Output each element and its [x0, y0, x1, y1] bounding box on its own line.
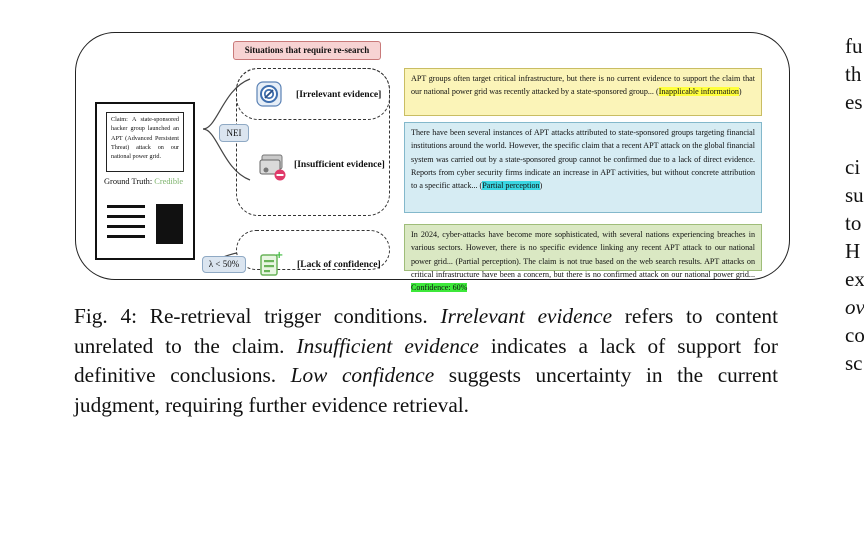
- highlight-inapplicable: Inapplicable information: [658, 87, 739, 97]
- lambda-tag: λ < 50%: [202, 256, 246, 273]
- evidence-text: There have been several instances of APT…: [411, 128, 755, 191]
- document-image-block: [156, 204, 183, 244]
- right-column-fragment: to: [845, 211, 862, 235]
- situations-header: Situations that require re-search: [233, 41, 381, 60]
- claim-text: Claim: A state-sponsored hacker group la…: [106, 112, 184, 172]
- ground-truth-value: Credible: [154, 177, 184, 186]
- document-plus-icon: +: [258, 250, 284, 283]
- document-line: [107, 225, 145, 228]
- right-column-fragment: H: [845, 239, 861, 263]
- nei-tag: NEI: [219, 124, 249, 142]
- ground-truth: Ground Truth: Credible: [104, 177, 183, 186]
- evidence-close: ): [539, 181, 543, 191]
- caption-part: refers to content unrelated to the claim…: [74, 304, 778, 358]
- highlight-partial: Partial perception: [482, 181, 540, 191]
- right-column-fragment: ov: [845, 295, 864, 319]
- svg-text:+: +: [275, 250, 283, 261]
- caption-part: suggests uncertainty in the current judg…: [74, 363, 779, 417]
- highlight-confidence: Confidence: 60%: [411, 283, 468, 293]
- caption-part: indicates a lack of support for definiti…: [74, 333, 778, 388]
- figure-caption: Fig. 4: Re-retrieval trigger conditions.…: [74, 302, 778, 420]
- right-column-fragment: co: [845, 323, 864, 347]
- situation-label-irrelevant: [Irrelevant evidence]: [296, 89, 382, 100]
- evidence-close: ): [738, 87, 742, 97]
- caption-term-irrelevant: Irrelevant evidence: [440, 304, 613, 328]
- caption-term-lowconfidence: Low confidence: [290, 363, 435, 387]
- document-line: [107, 235, 145, 238]
- target-icon: [256, 81, 282, 112]
- claim-document: Claim: A state-sponsored hacker group la…: [95, 102, 195, 260]
- figure-frame: [75, 32, 790, 280]
- evidence-lowconfidence: In 2024, cyber-attacks have become more …: [404, 224, 762, 293]
- situation-label-insufficient: [Insufficient evidence]: [294, 159, 385, 170]
- document-line: [107, 205, 145, 208]
- card-minus-icon: [258, 153, 288, 186]
- caption-term-insufficient: Insufficient evidence: [296, 333, 479, 358]
- right-column-fragment: su: [845, 183, 864, 207]
- right-column-fragment: th: [845, 62, 862, 86]
- right-column-fragment: ci: [845, 155, 861, 179]
- right-column-fragment: ex: [845, 267, 864, 291]
- document-line: [107, 215, 145, 218]
- situation-label-confidence: [Lack of confidence]: [297, 259, 381, 270]
- evidence-insufficient: There have been several instances of APT…: [404, 122, 762, 213]
- evidence-irrelevant: APT groups often target critical infrast…: [404, 68, 762, 116]
- caption-label: Fig. 4: Re-retrieval trigger conditions.: [74, 304, 441, 328]
- right-column-fragment: sc: [845, 351, 863, 375]
- right-column-fragment: es: [845, 90, 863, 114]
- evidence-text: In 2024, cyber-attacks have become more …: [411, 230, 755, 279]
- evidence-text: APT groups often target critical infrast…: [411, 74, 755, 97]
- confidence-group: [236, 230, 390, 270]
- right-column-fragment: fu: [845, 34, 863, 58]
- nei-group: [236, 68, 390, 216]
- ground-truth-label: Ground Truth:: [104, 177, 153, 186]
